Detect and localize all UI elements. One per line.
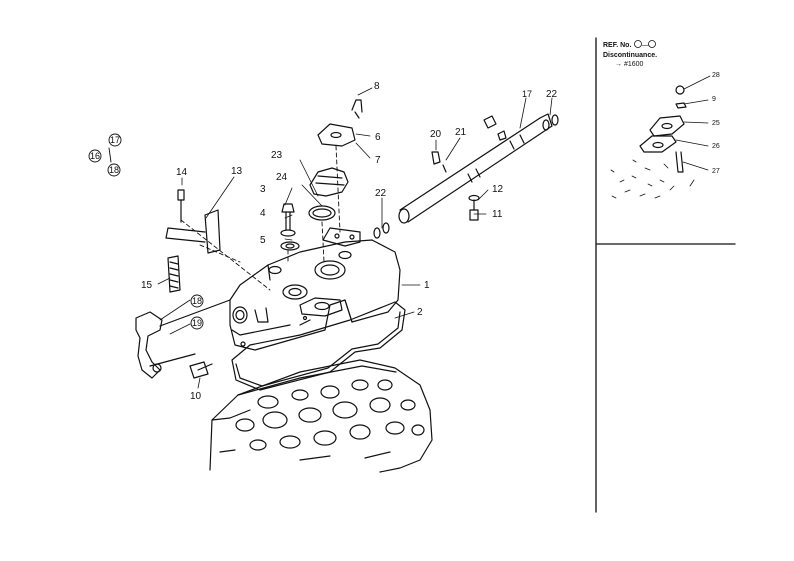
callout-11: 11 — [492, 209, 503, 220]
inset-discontinuance: Discontinuance. — [603, 52, 657, 59]
callout-13: 13 — [231, 166, 243, 177]
inset-callout-27: 27 — [712, 168, 720, 175]
callout-5: 5 — [260, 235, 266, 246]
inset-notes: REF. No. 25 — Discontinuance. → #1600 28… — [603, 40, 720, 175]
inset-callout-26: 26 — [712, 143, 720, 150]
callout-22-end: 22 — [546, 89, 558, 100]
callout-19-circled: 19 — [192, 318, 202, 328]
callout-20: 20 — [430, 129, 442, 140]
inset-callout-28: 28 — [712, 72, 720, 79]
callout-21: 21 — [455, 127, 467, 138]
callout-3: 3 — [260, 184, 266, 195]
head-cover-gasket — [231, 301, 406, 391]
callout-numbers: 1 2 3 4 5 6 7 8 10 11 12 13 14 15 20 21 … — [90, 81, 558, 402]
callout-23: 23 — [271, 150, 283, 161]
assembly-guide-lines — [180, 145, 341, 291]
callout-7: 7 — [375, 155, 381, 166]
callout-4: 4 — [260, 208, 266, 219]
inset-callout-9: 9 — [712, 96, 716, 103]
svg-text:—: — — [642, 42, 649, 49]
engine-block-drawing — [209, 359, 433, 473]
inset-drawing — [610, 75, 711, 199]
decompression-linkage — [135, 189, 231, 379]
oil-filler-cap — [309, 167, 349, 197]
callout-17-shaft: 17 — [522, 89, 532, 99]
callout-18-circled-top: 18 — [109, 165, 119, 175]
inset-ref-line: REF. No. — [603, 42, 631, 49]
callout-18-circled: 18 — [192, 296, 202, 306]
inset-callout-25: 25 — [712, 120, 720, 127]
rocker-shaft — [398, 113, 553, 224]
cylinder-head-cover — [229, 227, 401, 351]
callout-8: 8 — [374, 81, 380, 92]
callout-6: 6 — [375, 132, 381, 143]
cover-nut-stack — [280, 203, 300, 251]
cover-plate — [317, 123, 356, 147]
callout-12: 12 — [492, 184, 504, 195]
callout-10: 10 — [190, 391, 202, 402]
circled-callouts — [88, 133, 204, 330]
callout-15: 15 — [141, 280, 153, 291]
callout-16-circled: 16 — [90, 151, 100, 161]
callout-24: 24 — [276, 172, 288, 183]
callout-14: 14 — [176, 167, 188, 178]
callout-17-circled: 17 — [110, 135, 120, 145]
callout-leaders — [157, 87, 553, 389]
callout-1: 1 — [424, 280, 430, 291]
inset-serial: → #1600 — [615, 61, 644, 68]
callout-22-shaft: 22 — [375, 188, 387, 199]
callout-2: 2 — [417, 307, 423, 318]
